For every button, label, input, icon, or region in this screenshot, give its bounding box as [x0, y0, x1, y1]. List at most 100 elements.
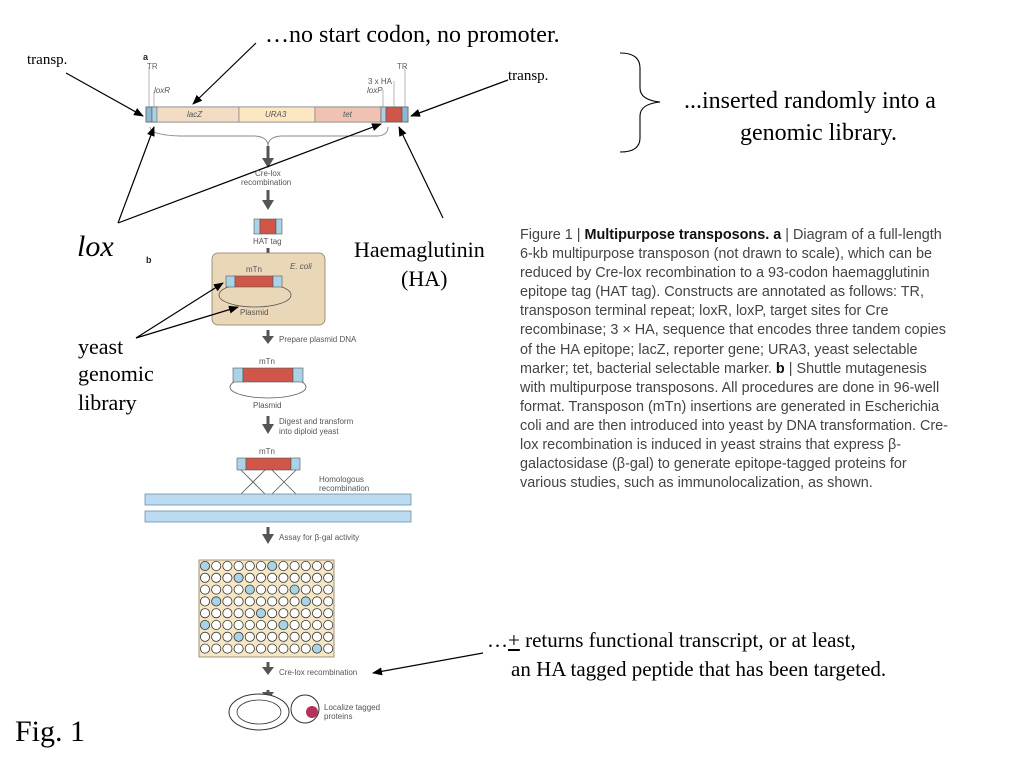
genomic-annotation: genomic	[78, 361, 154, 386]
well	[211, 596, 222, 607]
well	[244, 584, 255, 595]
well	[311, 572, 322, 583]
well	[323, 620, 334, 631]
well	[323, 596, 334, 607]
well	[255, 596, 266, 607]
well	[278, 631, 289, 642]
well	[211, 631, 222, 642]
lacz-label: lacZ	[187, 110, 203, 119]
homologous-recombination	[144, 457, 412, 523]
mtn-label-2: mTn	[259, 357, 275, 366]
well	[311, 643, 322, 654]
well	[222, 608, 233, 619]
well	[222, 596, 233, 607]
inserted-annotation-line1: ...inserted randomly into a	[684, 88, 936, 114]
tagged-protein-spot	[306, 706, 318, 718]
plasmid-label-2: Plasmid	[253, 401, 282, 410]
well	[289, 596, 300, 607]
well	[255, 631, 266, 642]
well	[199, 572, 210, 583]
well	[233, 561, 244, 572]
well	[300, 584, 311, 595]
cre-recombination-label: recombination	[241, 178, 292, 187]
lox-annotation: lox	[77, 230, 114, 263]
panel-a-label: a	[143, 52, 149, 62]
figure-caption: Figure 1 | Multipurpose transposons. a |…	[520, 227, 948, 492]
inserted-annotation-line2: genomic library.	[740, 120, 898, 146]
tr-right-label: TR	[397, 62, 408, 71]
ecoli-label: E. coli	[290, 262, 312, 271]
hat-tag-label: HAT tag	[253, 237, 282, 246]
well	[233, 584, 244, 595]
well	[278, 572, 289, 583]
well	[244, 596, 255, 607]
fig-label: Fig. 1	[15, 715, 86, 748]
haemaglutinin-annotation: Haemaglutinin	[354, 237, 485, 262]
transposon-construct	[145, 67, 409, 147]
well	[289, 620, 300, 631]
cre-lox-label: Cre-lox	[255, 169, 281, 178]
well	[267, 608, 278, 619]
well	[323, 608, 334, 619]
well	[233, 572, 244, 583]
tr-left-label: TR	[147, 62, 158, 71]
loxr-segment	[151, 106, 158, 123]
well	[267, 620, 278, 631]
well	[233, 643, 244, 654]
well	[300, 572, 311, 583]
chromosome-1	[144, 493, 412, 506]
transp-right-annotation: transp.	[508, 68, 549, 84]
loxp-segment	[380, 106, 387, 123]
library-annotation: library	[78, 390, 137, 415]
well	[199, 584, 210, 595]
well	[244, 620, 255, 631]
well	[255, 584, 266, 595]
caption-title: Multipurpose transposons.	[584, 227, 770, 243]
well	[278, 561, 289, 572]
ecoli-box	[211, 252, 326, 326]
well	[244, 572, 255, 583]
well	[323, 643, 334, 654]
well	[300, 561, 311, 572]
well	[233, 596, 244, 607]
ha-annotation: (HA)	[401, 266, 448, 291]
well	[267, 596, 278, 607]
well	[278, 643, 289, 654]
well	[211, 620, 222, 631]
well	[278, 620, 289, 631]
well	[289, 608, 300, 619]
well	[211, 608, 222, 619]
loxr-label: loxR	[154, 86, 171, 95]
well	[199, 608, 210, 619]
digest-label-2: into diploid yeast	[279, 427, 339, 436]
well	[323, 572, 334, 583]
well	[255, 561, 266, 572]
well	[222, 572, 233, 583]
homologous-label-2: recombination	[319, 484, 370, 493]
tet-label: tet	[343, 110, 352, 119]
well	[300, 631, 311, 642]
mtn-label-1: mTn	[246, 265, 262, 274]
well	[311, 561, 322, 572]
homologous-label-1: Homologous	[319, 475, 364, 484]
well	[289, 584, 300, 595]
well	[300, 620, 311, 631]
well	[211, 572, 222, 583]
caption-text-b: | Shuttle mutagenesis with multipurpose …	[520, 360, 948, 492]
well	[222, 631, 233, 642]
well	[244, 631, 255, 642]
localize-label-2: proteins	[324, 712, 353, 721]
plasmid-construct	[229, 367, 307, 399]
well	[311, 631, 322, 642]
well	[211, 584, 222, 595]
returns-annotation-line1: …+ returns functional transcript, or at …	[487, 628, 856, 652]
well	[278, 608, 289, 619]
well	[211, 643, 222, 654]
well	[255, 572, 266, 583]
well	[233, 608, 244, 619]
transp-left-annotation: transp.	[27, 52, 68, 68]
well	[199, 620, 210, 631]
well	[311, 608, 322, 619]
well	[222, 620, 233, 631]
